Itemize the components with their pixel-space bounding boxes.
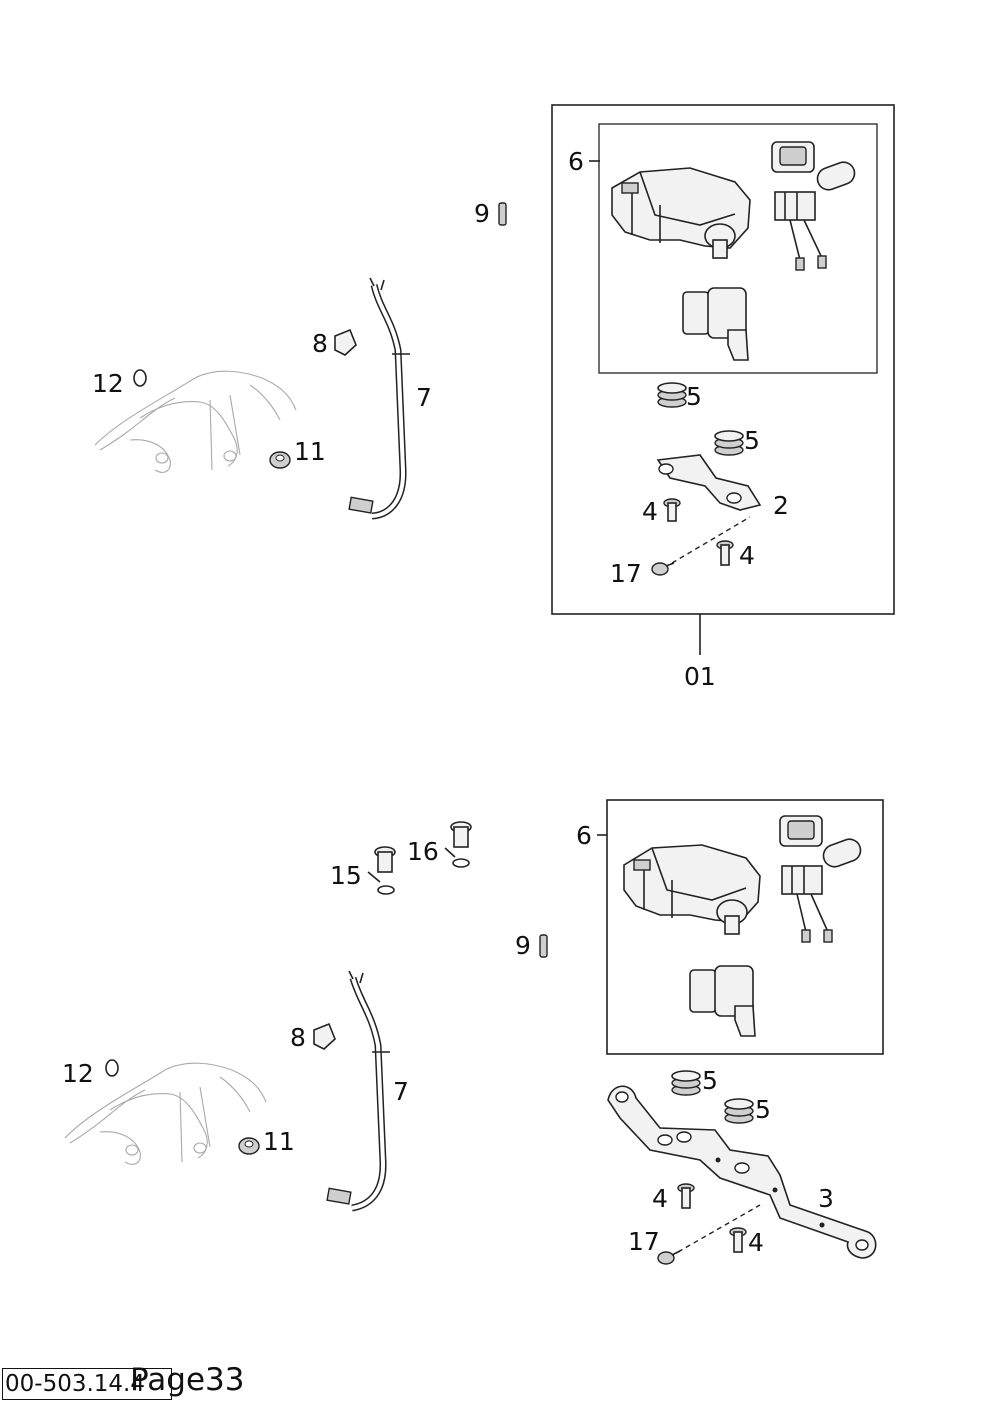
cable-7-bottom xyxy=(326,970,390,1212)
key-top xyxy=(771,141,815,173)
screw-4a-top xyxy=(663,498,681,522)
ignition-lock-top xyxy=(611,167,751,259)
fuse-9-bottom xyxy=(539,934,548,958)
pin-16-bottom xyxy=(450,821,472,868)
bolt-17-bottom xyxy=(657,1250,681,1265)
fuse-9-top xyxy=(498,202,507,226)
dashed-17-bottom xyxy=(677,1204,761,1253)
label-17-bottom: 17 xyxy=(628,1227,660,1256)
label-7-bottom: 7 xyxy=(393,1077,409,1106)
clip-8-top xyxy=(334,328,357,356)
ignition-lock-bottom xyxy=(623,844,761,935)
label-8-top: 8 xyxy=(312,329,328,358)
label-5a-top: 5 xyxy=(686,382,702,411)
label-7-top: 7 xyxy=(416,383,432,412)
label-6-bottom: 6 xyxy=(576,821,592,850)
bushing-5a-top xyxy=(657,382,687,408)
label-3-bottom: 3 xyxy=(818,1184,834,1213)
label-12-top: 12 xyxy=(92,369,124,398)
label-16-bottom: 16 xyxy=(407,837,439,866)
page-number: Page33 xyxy=(130,1362,245,1398)
label-01-top: 01 xyxy=(684,662,716,691)
seal-top xyxy=(816,161,856,191)
dashed-17-top xyxy=(671,516,751,564)
top-assembly: 6 9 8 7 12 11 5 5 4 2 4 17 01 xyxy=(92,104,895,691)
label-4b-bottom: 4 xyxy=(748,1228,764,1257)
drawing-code: 00-503.14.4 xyxy=(2,1368,172,1400)
bushing-5a-bottom xyxy=(671,1070,701,1096)
nut-11-top xyxy=(269,451,291,469)
label-4a-top: 4 xyxy=(642,497,658,526)
label-6-top: 6 xyxy=(568,147,584,176)
pin-15-bottom xyxy=(374,846,396,895)
label-9-bottom: 9 xyxy=(515,931,531,960)
label-4b-top: 4 xyxy=(739,541,755,570)
bolt-17-top xyxy=(651,562,675,576)
clip-8-bottom xyxy=(313,1022,336,1050)
label-2-top: 2 xyxy=(773,491,789,520)
frame-outline-bottom xyxy=(64,1062,267,1165)
label-11-top: 11 xyxy=(294,437,326,466)
label-8-bottom: 8 xyxy=(290,1023,306,1052)
connector-top xyxy=(774,191,827,271)
screw-4b-bottom xyxy=(729,1227,747,1253)
ring-12-bottom xyxy=(105,1059,119,1077)
bracket-3-bottom xyxy=(607,1085,877,1259)
label-11-bottom: 11 xyxy=(263,1127,295,1156)
bushing-5b-top xyxy=(714,430,744,456)
nut-11-bottom xyxy=(238,1137,260,1155)
label-5a-bottom: 5 xyxy=(702,1066,718,1095)
kit-frame-bottom xyxy=(606,799,884,1055)
leader-15-bottom xyxy=(367,871,381,883)
bushing-5b-bottom xyxy=(724,1098,754,1124)
leader-16-bottom xyxy=(444,847,456,858)
cable-7-top xyxy=(348,277,410,520)
key-bottom xyxy=(779,815,823,847)
seal-bottom xyxy=(822,838,862,868)
kit-frame-outer-top xyxy=(551,104,895,615)
label-5b-bottom: 5 xyxy=(755,1095,771,1124)
ring-12-top xyxy=(133,369,147,387)
label-9-top: 9 xyxy=(474,199,490,228)
label-15-bottom: 15 xyxy=(330,861,362,890)
lock-cylinder-top xyxy=(682,287,749,361)
lock-cylinder-bottom xyxy=(689,965,756,1037)
kit-frame-inner-top xyxy=(598,123,878,374)
label-17-top: 17 xyxy=(610,559,642,588)
label-4a-bottom: 4 xyxy=(652,1184,668,1213)
bracket-2-top xyxy=(656,454,762,511)
connector-bottom xyxy=(781,865,833,943)
frame-outline-top xyxy=(94,370,297,473)
bottom-assembly: 6 15 16 9 8 7 12 11 5 5 4 3 17 4 xyxy=(62,799,884,1265)
screw-4a-bottom xyxy=(677,1183,695,1209)
screw-4b-top xyxy=(716,540,734,566)
label-5b-top: 5 xyxy=(744,426,760,455)
label-12-bottom: 12 xyxy=(62,1059,94,1088)
